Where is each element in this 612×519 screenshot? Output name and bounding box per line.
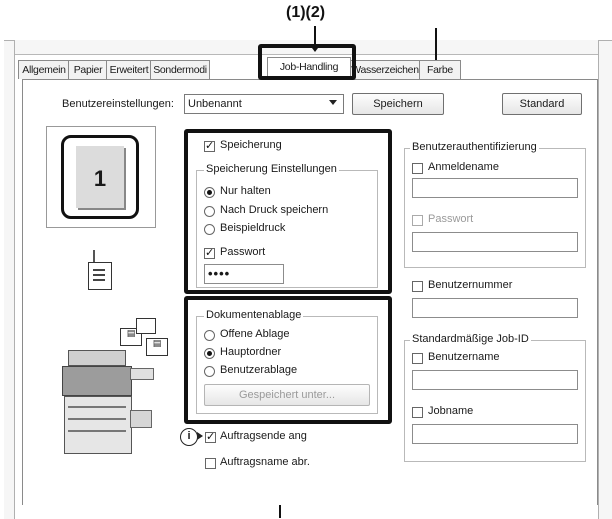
page-preview: 1 — [76, 146, 124, 208]
window-left-edge — [4, 40, 15, 519]
tab-wasserzeichen[interactable]: Wasserzeichen — [349, 60, 421, 79]
preview-frame: 1 — [46, 126, 156, 228]
login-name-checkbox[interactable] — [412, 163, 423, 174]
radio-custom-folder[interactable] — [204, 366, 215, 377]
radio-open-folder-label: Offene Ablage — [220, 328, 290, 340]
radio-main-folder-label: Hauptordner — [220, 346, 282, 358]
radio-sample-print-label: Beispieldruck — [220, 222, 286, 234]
callout-line-tab — [314, 26, 316, 48]
tab-farbe[interactable]: Farbe — [419, 60, 461, 79]
login-name-label: Anmeldename — [428, 161, 499, 173]
page-number: 1 — [93, 166, 107, 191]
highlight-job-handling-tab — [258, 44, 356, 80]
auth-password-checkbox[interactable] — [412, 215, 423, 226]
default-button[interactable]: Standard — [502, 93, 582, 115]
stored-in-button[interactable]: Gespeichert unter... — [204, 384, 370, 406]
job-name-checkbox[interactable] — [205, 458, 216, 469]
username-checkbox[interactable] — [412, 353, 423, 364]
radio-main-folder[interactable] — [204, 348, 215, 359]
job-end-label: Auftragsende ang — [220, 430, 307, 442]
document-icon — [88, 262, 112, 290]
jobname-label: Jobname — [428, 405, 474, 417]
tab-sondermodi[interactable]: Sondermodi — [150, 60, 210, 79]
tab-job-handling-label: Job-Handling — [279, 61, 339, 73]
stored-document-icon-2: ▤ — [146, 338, 168, 356]
radio-store-after-print-label: Nach Druck speichern — [220, 204, 329, 216]
username-label: Benutzername — [428, 351, 500, 363]
password-input[interactable]: •••• — [204, 264, 284, 284]
username-input[interactable] — [412, 370, 578, 390]
user-settings-label: Benutzereinstellungen: — [62, 98, 174, 110]
storage-settings-title: Speicherung Einstellungen — [204, 163, 339, 175]
tab-allgemein[interactable]: Allgemein — [18, 60, 70, 79]
radio-hold-only-label: Nur halten — [220, 185, 271, 197]
radio-custom-folder-label: Benutzerablage — [220, 364, 298, 376]
user-settings-select[interactable]: Unbenannt — [184, 94, 344, 114]
user-auth-title: Benutzerauthentifizierung — [410, 141, 539, 153]
radio-sample-print[interactable] — [204, 224, 215, 235]
job-end-checkbox[interactable] — [205, 430, 216, 443]
user-number-input[interactable] — [412, 298, 578, 318]
radio-store-after-print[interactable] — [204, 206, 215, 217]
user-number-checkbox[interactable] — [412, 281, 423, 292]
radio-hold-only[interactable] — [204, 187, 215, 198]
chevron-down-icon — [329, 100, 337, 105]
info-arrow-icon — [197, 432, 203, 440]
login-name-input[interactable] — [412, 178, 578, 198]
tab-erweitert[interactable]: Erweitert — [106, 60, 152, 79]
jobname-checkbox[interactable] — [412, 407, 423, 418]
page-preview-border: 1 — [61, 135, 139, 219]
filing-title: Dokumentenablage — [204, 309, 304, 321]
user-settings-value: Unbenannt — [188, 98, 242, 110]
storage-checkbox-label: Speicherung — [220, 139, 282, 151]
radio-open-folder[interactable] — [204, 330, 215, 341]
highlight-storage-section — [184, 129, 392, 294]
jobname-input[interactable] — [412, 424, 578, 444]
tab-papier[interactable]: Papier — [68, 60, 108, 79]
highlight-filing-section — [184, 296, 392, 424]
auth-password-label: Passwort — [428, 213, 474, 225]
storage-checkbox[interactable] — [204, 139, 215, 152]
info-icon[interactable]: i — [180, 428, 198, 446]
auth-password-input[interactable] — [412, 232, 578, 252]
job-id-title: Standardmäßige Job-ID — [410, 333, 531, 345]
user-number-label: Benutzernummer — [428, 279, 513, 291]
tab-bar: Allgemein Papier Erweitert Sondermodi Jo… — [18, 57, 508, 80]
save-button[interactable]: Speichern — [352, 93, 444, 115]
callout-arrow-icon — [309, 44, 321, 52]
password-checkbox[interactable] — [204, 246, 215, 259]
tab-job-handling[interactable]: Job-Handling — [267, 57, 351, 80]
window-right-edge — [598, 40, 612, 519]
job-name-label: Auftragsname abr. — [220, 456, 310, 468]
printer-icon — [58, 350, 154, 460]
callout-label-1-2: (1)(2) — [286, 4, 326, 21]
password-checkbox-label: Passwort — [220, 246, 266, 258]
